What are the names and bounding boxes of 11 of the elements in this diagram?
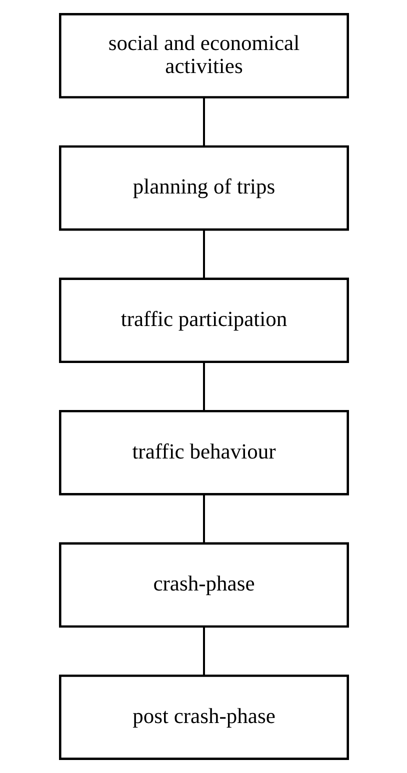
connector — [202, 97, 204, 146]
node-box: crash-phase — [58, 542, 348, 628]
node-box: social and economical activities — [58, 13, 348, 98]
node-box: traffic behaviour — [58, 410, 348, 496]
node-box: traffic participation — [58, 278, 348, 364]
node-box: planning of trips — [58, 145, 348, 231]
connector — [202, 494, 204, 544]
connector — [202, 626, 204, 676]
connector — [202, 362, 204, 411]
connector — [202, 230, 204, 279]
node-box: post crash-phase — [58, 674, 348, 760]
